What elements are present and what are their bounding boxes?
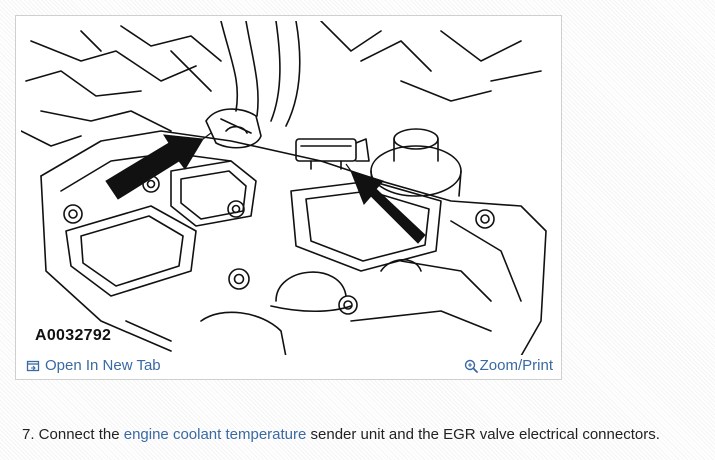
zoom-print-link[interactable]: Zoom/Print xyxy=(464,357,553,374)
figure-toolbar: Open In New Tab Zoom/Print xyxy=(16,355,561,379)
open-tab-label: Open In New Tab xyxy=(45,357,161,374)
step-text-start: 7. Connect the xyxy=(22,426,124,443)
open-in-new-tab-link[interactable]: Open In New Tab xyxy=(26,357,161,374)
engine-coolant-temperature-link[interactable]: engine coolant temperature xyxy=(123,426,307,443)
figure-code-label: A0032792 xyxy=(33,327,114,345)
arrow-shapes xyxy=(105,134,426,244)
figure-panel: A0032792 Open In New Tab Zoom/Print xyxy=(15,15,562,380)
open-tab-icon xyxy=(26,359,40,373)
step-text-end: sender unit and the EGR valve electrical… xyxy=(306,426,660,443)
engine-line-drawing xyxy=(21,21,547,357)
zoom-icon xyxy=(464,359,478,373)
step-instruction: 7. Connect the engine coolant temperatur… xyxy=(22,426,660,443)
zoom-print-label: Zoom/Print xyxy=(479,357,553,374)
engine-illustration[interactable]: A0032792 xyxy=(21,21,558,357)
